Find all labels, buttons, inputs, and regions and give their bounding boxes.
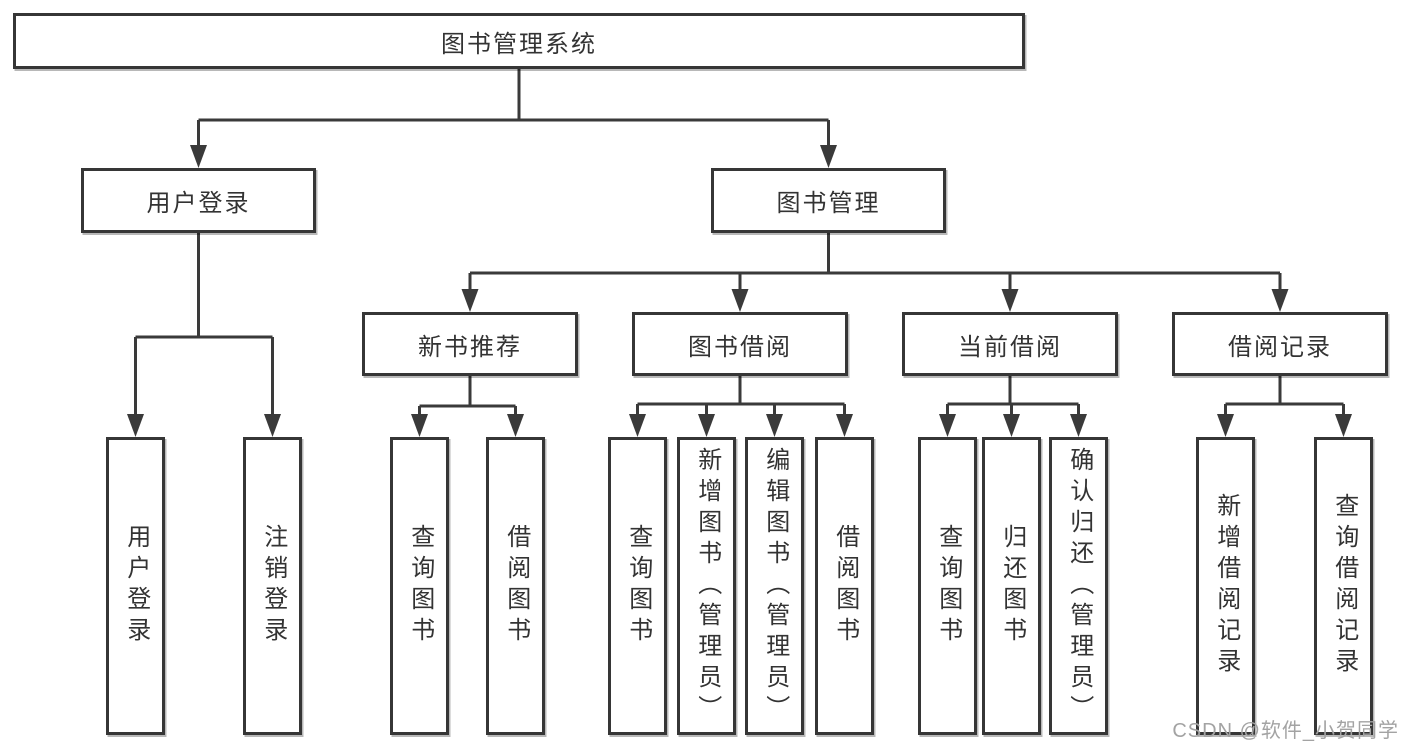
leaf-label: 编辑图书（管理员） (761, 446, 789, 726)
node-book-borrowing: 图书借阅 (632, 312, 848, 376)
node-borrowing-records: 借阅记录 (1172, 312, 1388, 376)
leaf-label: 用户登录 (122, 524, 150, 648)
leaf-label: 新增图书（管理员） (693, 446, 721, 726)
node-book-management: 图书管理 (711, 168, 946, 233)
leaf-logout: 注销登录 (243, 437, 302, 735)
leaf-edit-book-admin: 编辑图书（管理员） (745, 437, 804, 735)
node-user-login: 用户登录 (81, 168, 316, 233)
leaf-add-borrow-record: 新增借阅记录 (1196, 437, 1255, 735)
leaf-query-books-current: 查询图书 (918, 437, 977, 735)
leaf-borrow-books-borrowing: 借阅图书 (815, 437, 874, 735)
node-library-system: 图书管理系统 (13, 13, 1025, 69)
leaf-return-books: 归还图书 (982, 437, 1041, 735)
leaf-add-book-admin: 新增图书（管理员） (677, 437, 736, 735)
leaf-query-books-recommend: 查询图书 (390, 437, 449, 735)
leaf-user-login: 用户登录 (106, 437, 165, 735)
leaf-confirm-return-admin: 确认归还（管理员） (1049, 437, 1108, 735)
node-new-book-recommendation: 新书推荐 (362, 312, 578, 376)
leaf-label: 查询图书 (934, 524, 962, 648)
leaf-query-borrow-record: 查询借阅记录 (1314, 437, 1373, 735)
leaf-label: 借阅图书 (831, 524, 859, 648)
node-current-borrowing: 当前借阅 (902, 312, 1118, 376)
leaf-label: 确认归还（管理员） (1065, 446, 1093, 726)
leaf-label: 查询借阅记录 (1330, 493, 1358, 679)
leaf-label: 查询图书 (406, 524, 434, 648)
leaf-label: 归还图书 (998, 524, 1026, 648)
csdn-watermark: CSDN @软件_小贺同学 (1172, 720, 1399, 742)
leaf-label: 注销登录 (259, 524, 287, 648)
leaf-label: 借阅图书 (502, 524, 530, 648)
leaf-query-books-borrowing: 查询图书 (608, 437, 667, 735)
leaf-borrow-books-recommend: 借阅图书 (486, 437, 545, 735)
leaf-label: 新增借阅记录 (1212, 493, 1240, 679)
leaf-label: 查询图书 (624, 524, 652, 648)
